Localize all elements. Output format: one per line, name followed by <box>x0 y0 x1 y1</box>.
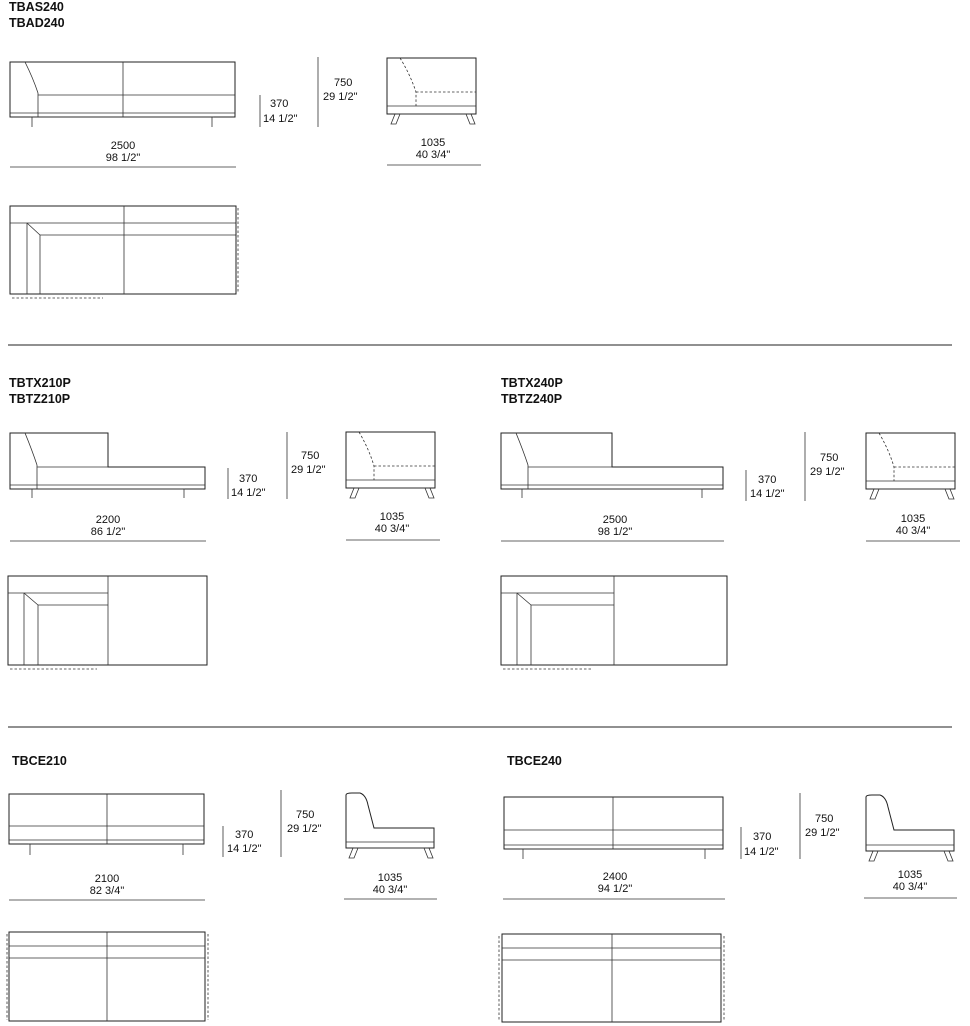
seat-height-in: 14 1/2" <box>263 113 298 125</box>
side-view <box>865 432 956 500</box>
width-mm: 2500 <box>603 514 627 526</box>
top-view <box>9 205 239 299</box>
width-in: 86 1/2" <box>91 526 126 538</box>
width-in: 94 1/2" <box>598 883 633 895</box>
top-view <box>6 931 209 1022</box>
side-view <box>345 431 436 499</box>
total-height-in: 29 1/2" <box>323 91 358 103</box>
front-view <box>8 793 205 855</box>
side-view <box>865 794 955 862</box>
seat-height-mm: 370 <box>239 473 257 485</box>
width-in: 98 1/2" <box>106 152 141 164</box>
total-height-mm: 750 <box>301 450 319 462</box>
model-code: TBAS240 <box>9 0 64 14</box>
section-tbtx240p: TBTX240P TBTZ240P 2500 98 1/2" 370 14 1/… <box>500 376 960 670</box>
width-mm: 2400 <box>603 871 627 883</box>
seat-height-mm: 370 <box>270 98 288 110</box>
total-height-in: 29 1/2" <box>287 823 322 835</box>
front-view <box>503 796 724 859</box>
depth-mm: 1035 <box>380 511 404 523</box>
model-code: TBCE240 <box>507 754 562 768</box>
depth-mm: 1035 <box>378 872 402 884</box>
width-mm: 2200 <box>96 514 120 526</box>
section-tbce240: TBCE240 2400 94 1/2" 370 14 1/2" 750 29 … <box>498 754 957 1023</box>
depth-in: 40 3/4" <box>893 881 928 893</box>
model-code: TBCE210 <box>12 754 67 768</box>
total-height-in: 29 1/2" <box>291 464 326 476</box>
front-view <box>500 432 724 498</box>
top-view <box>500 575 728 670</box>
top-view <box>498 933 725 1023</box>
width-in: 82 3/4" <box>90 885 125 897</box>
width-in: 98 1/2" <box>598 526 633 538</box>
total-height-mm: 750 <box>815 813 833 825</box>
model-code: TBTZ210P <box>9 392 70 406</box>
front-view <box>9 432 206 498</box>
depth-in: 40 3/4" <box>416 149 451 161</box>
model-code: TBTX210P <box>9 376 71 390</box>
section-tbtx210p: TBTX210P TBTZ210P 2200 86 1/2" 370 14 1/… <box>7 376 440 670</box>
depth-mm: 1035 <box>421 137 445 149</box>
front-view <box>9 61 236 127</box>
seat-height-in: 14 1/2" <box>227 843 262 855</box>
seat-height-mm: 370 <box>758 474 776 486</box>
total-height-in: 29 1/2" <box>810 466 845 478</box>
total-height-mm: 750 <box>296 809 314 821</box>
section-tbas240: TBAS240 TBAD240 2500 98 1/2" 370 14 1/2"… <box>9 0 481 299</box>
depth-in: 40 3/4" <box>375 523 410 535</box>
total-height-in: 29 1/2" <box>805 827 840 839</box>
seat-height-mm: 370 <box>235 829 253 841</box>
depth-mm: 1035 <box>898 869 922 881</box>
model-code: TBTZ240P <box>501 392 562 406</box>
model-code: TBAD240 <box>9 16 65 30</box>
depth-in: 40 3/4" <box>373 884 408 896</box>
top-view <box>7 575 208 670</box>
width-mm: 2100 <box>95 873 119 885</box>
side-view <box>386 57 477 125</box>
seat-height-in: 14 1/2" <box>231 487 266 499</box>
width-mm: 2500 <box>111 140 135 152</box>
total-height-mm: 750 <box>820 452 838 464</box>
seat-height-in: 14 1/2" <box>750 488 785 500</box>
seat-height-in: 14 1/2" <box>744 846 779 858</box>
seat-height-mm: 370 <box>753 831 771 843</box>
section-tbce210: TBCE210 2100 82 3/4" 370 14 1/2" 750 29 … <box>6 754 437 1022</box>
side-view <box>345 792 435 859</box>
model-code: TBTX240P <box>501 376 563 390</box>
depth-in: 40 3/4" <box>896 525 931 537</box>
total-height-mm: 750 <box>334 77 352 89</box>
depth-mm: 1035 <box>901 513 925 525</box>
